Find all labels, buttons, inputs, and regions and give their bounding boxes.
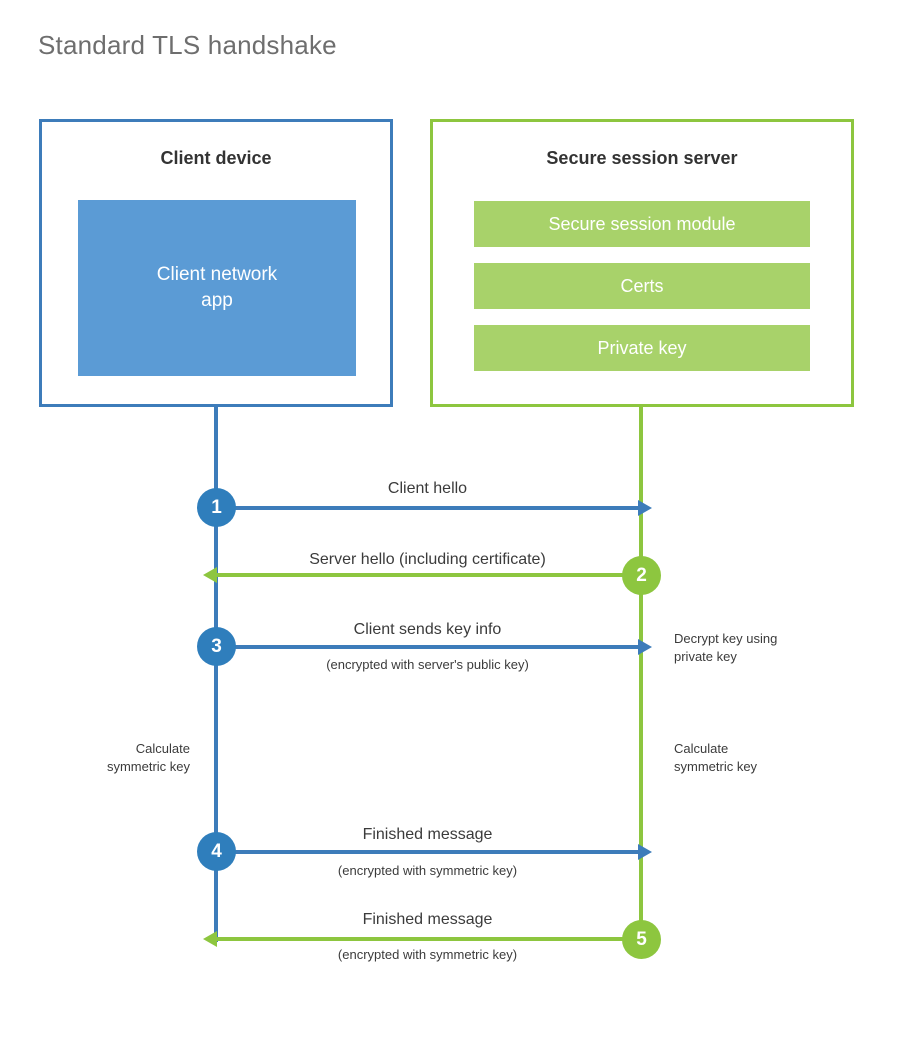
client-device-panel: Client device Client network app [39,119,393,407]
note-decrypt-key-line1: Decrypt key using [674,631,778,646]
label-step-1: Client hello [387,480,468,497]
note-decrypt-key: Decrypt key using private key [674,630,874,665]
note-server-calculate-symmetric-key: Calculate symmetric key [674,740,864,775]
note-server-calc-line2: symmetric key [674,758,758,774]
client-network-app-box: Client network app [78,200,356,376]
server-component-certs: Certs [474,263,810,309]
arrowhead-left-icon [203,567,217,583]
note-server-calc-line1: Calculate [674,741,729,756]
arrow-step-4-finished-message [216,844,652,860]
page-title: Standard TLS handshake [38,30,337,60]
label-step-4: Finished message [362,826,493,843]
step-marker-2: 2 [622,556,661,595]
label-step-2: Server hello (including certificate) [309,551,546,568]
arrowhead-right-icon [638,844,652,860]
secure-session-server-title: Secure session server [546,148,738,168]
server-component-private-key: Private key [474,325,810,371]
step-marker-3: 3 [197,627,236,666]
label-step-5: Finished message [362,911,493,928]
arrow-step-5-finished-message [203,931,639,947]
sublabel-step-4: (encrypted with symmetric key) [337,863,518,878]
label-step-3: Client sends key info [353,621,502,638]
server-lifeline [639,406,643,940]
note-client-calculate-symmetric-key: Calculate symmetric key [20,740,190,775]
secure-session-server-panel: Secure session server Secure session mod… [430,119,854,407]
arrow-step-1-client-hello [216,500,652,516]
sublabel-step-3: (encrypted with server's public key) [326,657,529,672]
client-network-app-label: Client network app [157,262,277,313]
client-device-title: Client device [160,148,272,168]
arrowhead-right-icon [638,639,652,655]
client-network-app-label-line1: Client network [156,264,278,286]
arrow-step-3-client-key-info [216,639,652,655]
note-client-calc-line2: symmetric key [106,758,190,774]
client-network-app-label-line2: app [201,290,233,311]
note-decrypt-key-line2: private key [674,648,737,664]
server-component-secure-session-module: Secure session module [474,201,810,247]
note-client-calc-line1: Calculate [135,741,190,756]
arrowhead-right-icon [638,500,652,516]
step-marker-4: 4 [197,832,236,871]
arrowhead-left-icon [203,931,217,947]
client-lifeline [214,406,218,942]
arrow-step-2-server-hello [203,567,639,583]
step-marker-5: 5 [622,920,661,959]
sublabel-step-5: (encrypted with symmetric key) [337,947,518,962]
step-marker-1: 1 [197,488,236,527]
